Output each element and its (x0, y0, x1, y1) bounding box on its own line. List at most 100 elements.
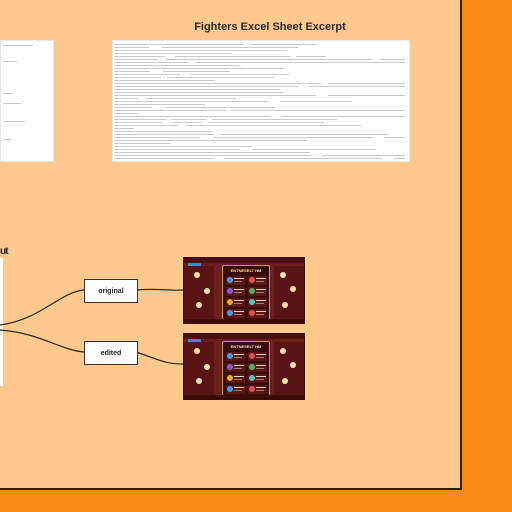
sheet-cell-text (166, 77, 276, 78)
sheet-cell-text (208, 122, 325, 123)
original-screenshot-thumbnail[interactable]: ENTNESELT HM (183, 257, 305, 324)
sheet-cell-text (114, 47, 150, 48)
fighter-card[interactable] (226, 287, 245, 296)
sheet-cell-text (114, 137, 201, 138)
left-spreadsheet-image[interactable] (0, 40, 54, 162)
fighter-card[interactable] (248, 385, 267, 394)
sheet-cell-text (114, 113, 139, 114)
fighter-card[interactable] (248, 352, 267, 361)
panel-title: ENTNESELT HM (230, 344, 262, 349)
sheet-title: Fighters Excel Sheet Excerpt (194, 21, 346, 33)
fighter-card[interactable] (226, 352, 245, 361)
sheet-cell-text (114, 89, 280, 90)
arena-lamp (194, 348, 200, 354)
connector-lines (0, 288, 184, 365)
sheet-cell-text (186, 125, 362, 126)
whiteboard-canvas[interactable]: Fighters Excel Sheet Excerpt ut original… (0, 0, 462, 490)
fighter-card[interactable] (248, 298, 267, 307)
sheet-cell-text (162, 47, 298, 48)
fighter-icon (249, 277, 255, 283)
fighter-card[interactable] (226, 363, 245, 372)
sheet-cell-text (114, 110, 226, 111)
fighter-stat-text (234, 292, 242, 293)
fighter-stat-text (234, 390, 242, 391)
sheet-cell-text (114, 131, 214, 132)
sheet-cell-text (249, 44, 317, 45)
sheet-cell-text (194, 62, 405, 63)
fighter-card[interactable] (226, 298, 245, 307)
original-label-box[interactable]: original (84, 279, 138, 303)
sheet-cell-text (114, 86, 299, 87)
fighters-spreadsheet-image[interactable] (112, 40, 410, 162)
fighter-icon (227, 310, 233, 316)
sheet-cell-text (114, 122, 163, 123)
sheet-cell-text (114, 125, 180, 126)
fighter-card[interactable] (248, 309, 267, 318)
sheet-cell-text (114, 62, 190, 63)
fighter-icon (249, 364, 255, 370)
sheet-cell-text (114, 128, 135, 129)
arena-floor (184, 395, 304, 399)
fighter-name-text (234, 300, 244, 301)
sheet-cell-text (114, 77, 161, 78)
fighter-stat-text (234, 303, 242, 304)
sheet-cell-text (114, 59, 158, 60)
fighter-stat-text (256, 292, 264, 293)
fighter-card[interactable] (226, 309, 245, 318)
sheet-cell-text (279, 101, 353, 102)
fighter-name-text (256, 289, 266, 290)
fighter-name-text (234, 278, 244, 279)
connector-original-to-thumb (135, 288, 184, 291)
fighter-card[interactable] (248, 374, 267, 383)
sheet-cell-text (166, 59, 374, 60)
sheet-cell-text (114, 95, 316, 96)
sheet-cell-text (114, 140, 307, 141)
sheet-cell-text (171, 122, 202, 123)
sheet-cell-text (295, 56, 326, 57)
sheet-cell-text (114, 146, 252, 147)
sheet-cell-text (162, 71, 230, 72)
fighter-stat-text (256, 379, 264, 380)
arena-wall-right (274, 266, 304, 323)
fighter-card[interactable] (226, 385, 245, 394)
sheet-cell-text (211, 119, 337, 120)
fighter-card[interactable] (248, 363, 267, 372)
sheet-cell-text (384, 137, 405, 138)
sheet-cell-text (114, 116, 271, 117)
fighter-icon (249, 288, 255, 294)
fighter-icon (227, 299, 233, 305)
sheet-cell-text (114, 101, 269, 102)
sheet-cell-text (114, 71, 150, 72)
sheet-cell-text (114, 80, 215, 81)
sheet-cell-text (3, 121, 25, 122)
sheet-cell-text (219, 134, 388, 135)
edited-label-box[interactable]: edited (84, 341, 138, 365)
sheet-cell-text (114, 134, 216, 135)
fighter-name-text (256, 311, 266, 312)
fighter-name-text (234, 376, 244, 377)
fighter-card[interactable] (226, 276, 245, 285)
arena-lamp (196, 378, 202, 384)
edited-label: edited (100, 349, 122, 357)
fighter-stat-text (234, 314, 242, 315)
panel-title: ENTNESELT HM (230, 268, 262, 273)
fighter-stat-text (256, 281, 264, 282)
sheet-cell-text (213, 137, 375, 138)
edited-screenshot-thumbnail[interactable]: ENTNESELT HM (183, 333, 305, 400)
fighter-name-text (234, 289, 244, 290)
sheet-cell-text (174, 56, 291, 57)
game-logo-icon (188, 339, 201, 344)
fighter-card[interactable] (226, 374, 245, 383)
connector-edited-to-thumb (135, 351, 184, 365)
sheet-cell-text (114, 50, 288, 51)
fighter-name-text (256, 354, 266, 355)
fighter-card[interactable] (248, 287, 267, 296)
sheet-cell-text (231, 110, 405, 111)
fighter-stat-text (234, 379, 242, 380)
cut-off-node[interactable] (0, 258, 3, 386)
sheet-cell-text (114, 92, 285, 93)
fighter-card[interactable] (248, 276, 267, 285)
fighter-stat-text (234, 281, 242, 282)
sheet-cell-text (3, 45, 33, 46)
sheet-cell-text (165, 107, 275, 108)
